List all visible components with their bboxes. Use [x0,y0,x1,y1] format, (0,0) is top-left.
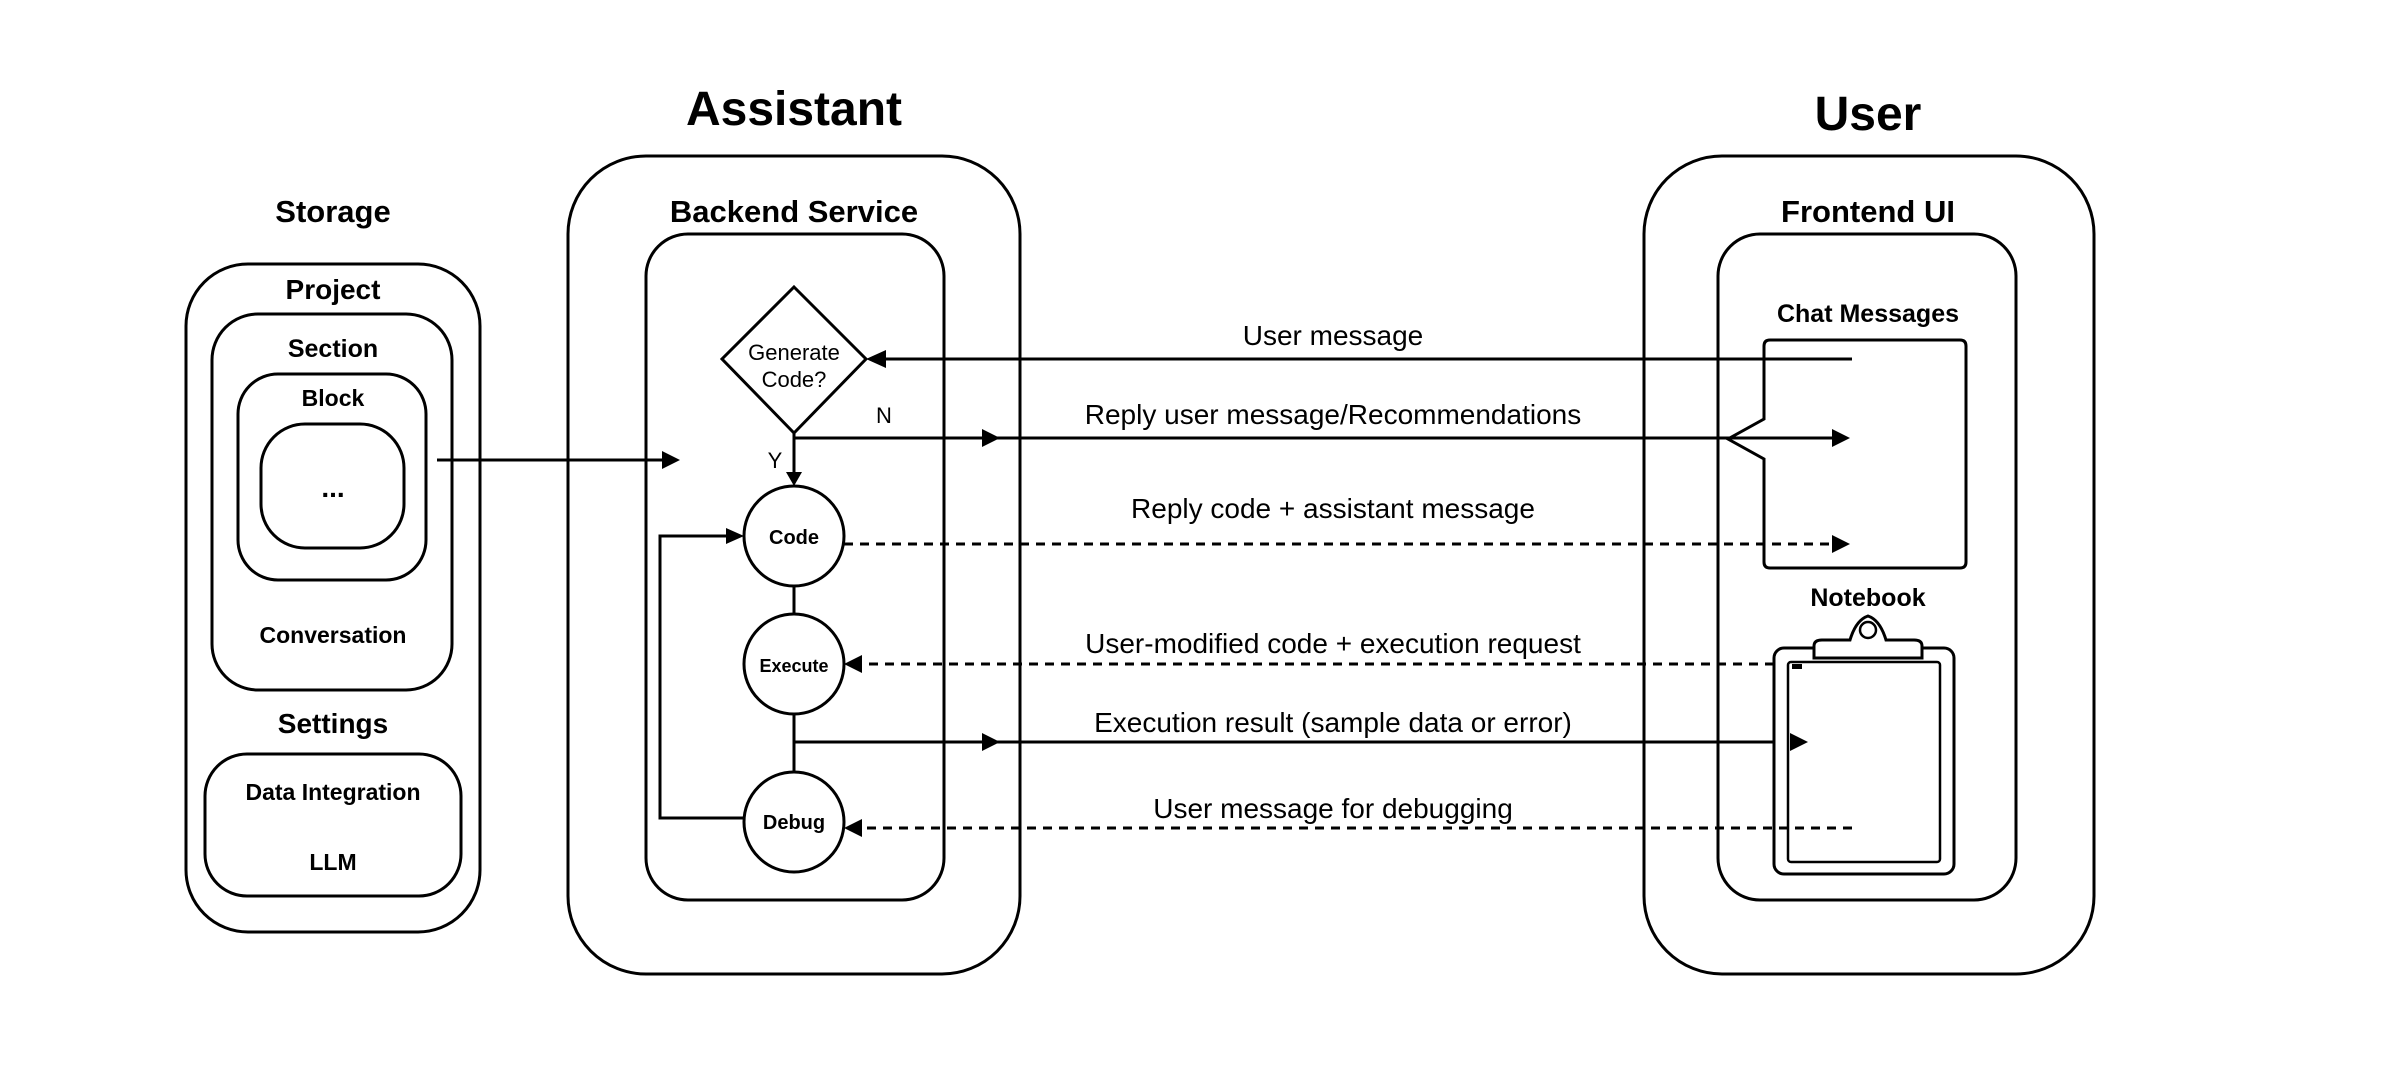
user-container [1642,154,2096,976]
storage-column: Storage Project Section Block ... Conver… [184,194,482,934]
no-label: N [876,403,892,428]
flow-reply-code-label: Reply code + assistant message [1131,493,1535,524]
notebook-label: Notebook [1810,584,1925,612]
assistant-column: Assistant Backend Service Generate Code?… [566,83,1022,976]
data-integration-label: Data Integration [245,779,420,805]
frontend-label: Frontend UI [1781,194,1955,229]
storage-title: Storage [275,194,390,229]
yes-label: Y [768,448,783,473]
frontend-box [1716,232,2018,902]
flow-modified-code-label: User-modified code + execution request [1085,628,1581,659]
chat-messages-label: Chat Messages [1777,300,1959,328]
project-box [210,312,454,692]
flow-execution-result-label: Execution result (sample data or error) [1094,707,1572,738]
block-box [259,422,406,550]
flow-debug-message-label: User message for debugging [1153,793,1513,824]
settings-label: Settings [278,708,388,739]
flow-reply-recommendations-label: Reply user message/Recommendations [1085,399,1581,430]
section-label: Section [288,335,378,363]
block-ellipsis: ... [321,472,344,503]
user-title: User [1815,88,1922,141]
storage-container [184,262,482,934]
conversation-label: Conversation [260,622,407,648]
assistant-container [566,154,1022,976]
flow-user-message: User message [866,320,1852,368]
assistant-title: Assistant [686,83,902,136]
flow-execution-result: Execution result (sample data or error) [794,707,1808,751]
llm-label: LLM [309,849,356,875]
storage-arrow-head [662,451,680,469]
settings-box [203,752,463,898]
decision-text-line1: Generate [748,340,840,365]
flow-modified-code: User-modified code + execution request [844,628,1774,673]
section-box [236,372,428,582]
debug-node-label: Debug [763,812,825,834]
chat-messages-box [1724,338,1968,570]
user-column: User Frontend UI Chat Messages Notebook [1642,88,2096,976]
backend-box [644,232,946,902]
code-node-label: Code [769,527,819,549]
debug-loop-arrow-head [726,528,744,544]
flow-reply-recommendations: Reply user message/Recommendations [792,399,1850,447]
flow-reply-code: Reply code + assistant message [844,493,1850,553]
flow-user-message-label: User message [1243,320,1424,351]
notebook-clipboard-icon [1772,614,1956,876]
flow-debug-message: User message for debugging [844,793,1852,837]
project-label: Project [286,274,381,305]
block-label: Block [302,385,365,411]
debug-loop-connector [658,534,744,820]
backend-label: Backend Service [670,194,918,229]
decision-text-line2: Code? [762,367,827,392]
yes-arrow-head [786,472,802,486]
execute-node-label: Execute [759,656,828,676]
debug-node [742,770,846,874]
